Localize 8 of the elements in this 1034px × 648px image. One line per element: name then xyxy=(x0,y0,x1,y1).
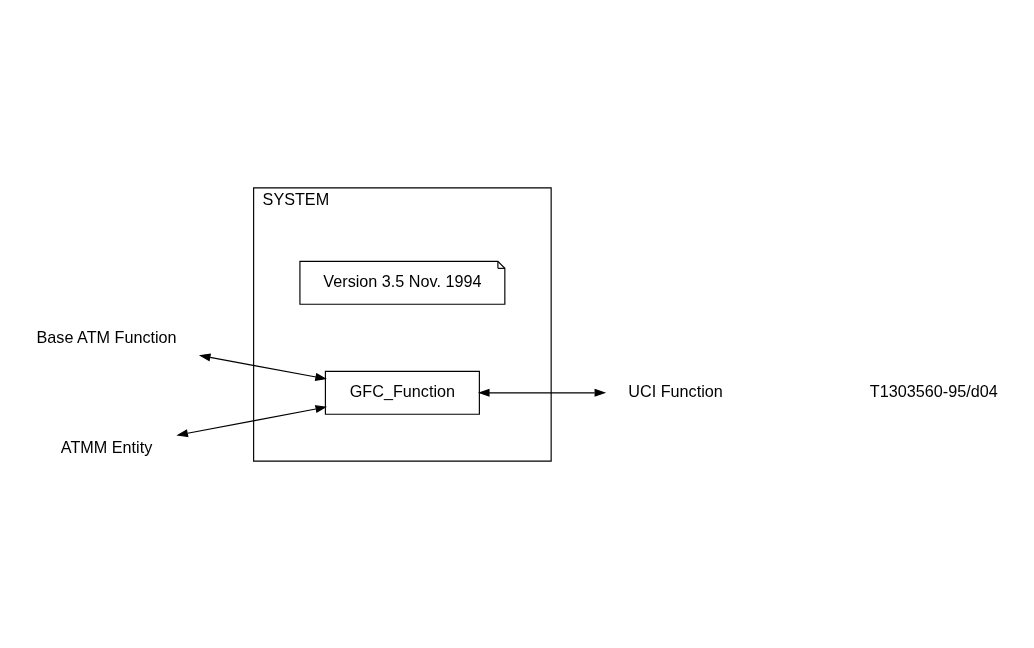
label: T1303560-95/d04 xyxy=(869,381,998,400)
node-text: UCI Function xyxy=(628,381,723,400)
node-box: GFC_Function xyxy=(324,370,480,415)
node-text: ATMM Entity xyxy=(60,437,153,456)
arrow xyxy=(176,404,328,437)
node-text: Base ATM Function xyxy=(36,327,177,346)
arrow xyxy=(198,352,327,381)
arrow xyxy=(477,388,607,397)
